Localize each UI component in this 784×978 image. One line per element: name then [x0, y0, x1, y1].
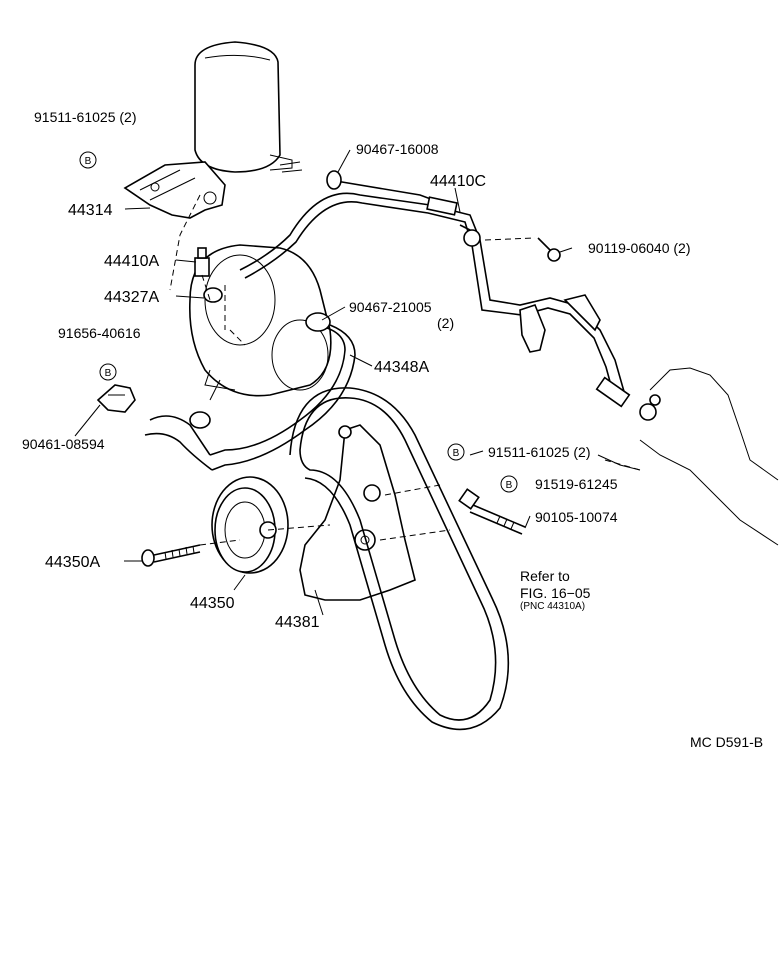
- label-90461: 90461-08594: [22, 436, 105, 452]
- pressure-line-44410c: [239, 179, 631, 408]
- label-91511-top: 91511-61025 (2): [34, 109, 136, 125]
- label-44350a: 44350A: [45, 554, 100, 571]
- marker-b-4: B: [500, 475, 518, 493]
- bolt-44350a: [141, 544, 201, 567]
- label-44381: 44381: [275, 614, 320, 631]
- label-refer-line2: FIG. 16−05: [520, 585, 591, 601]
- label-44410a: 44410A: [104, 253, 159, 270]
- reservoir-tank: [194, 41, 303, 173]
- bolt-90119: [537, 237, 561, 262]
- label-refer-line1: Refer to: [520, 568, 570, 584]
- clamp-90461: [96, 384, 136, 413]
- label-91519: 91519-61245: [535, 476, 618, 492]
- label-91656: 91656-40616: [58, 325, 141, 341]
- label-44327a: 44327A: [104, 289, 159, 306]
- label-90467-16008: 90467-16008: [356, 141, 439, 157]
- marker-b-3: B: [447, 443, 465, 461]
- marker-b-3-text: B: [453, 448, 460, 459]
- power-steering-pump: [188, 244, 332, 401]
- drive-belt: [289, 387, 510, 731]
- marker-b-1-text: B: [85, 156, 92, 167]
- marker-b-2: B: [99, 363, 117, 381]
- bracket-44314: [123, 161, 226, 219]
- label-44314: 44314: [68, 202, 113, 219]
- label-90467-21005-qty: (2): [437, 315, 454, 331]
- label-refer-line3: (PNC 44310A): [520, 601, 585, 612]
- label-44410c: 44410C: [430, 173, 486, 190]
- marker-b-4-text: B: [506, 480, 513, 491]
- marker-b-2-text: B: [105, 368, 112, 379]
- label-90105: 90105-10074: [535, 509, 618, 525]
- label-44350: 44350: [190, 595, 235, 612]
- label-91511-mid: 91511-61025 (2): [488, 444, 590, 460]
- marker-b-1: B: [79, 151, 97, 169]
- leader-lines: [74, 149, 641, 616]
- clip-44327a: [203, 287, 223, 303]
- return-hose-44348a: [144, 312, 356, 471]
- reference-lines: [169, 194, 641, 546]
- steering-gear-housing: [639, 367, 779, 546]
- label-44348a: 44348A: [374, 359, 429, 376]
- diagram-code: MC D591-B: [690, 734, 763, 750]
- idler-pulley-44350: [211, 476, 289, 574]
- bolt-90105: [458, 488, 526, 535]
- label-90119: 90119-06040 (2): [588, 240, 690, 256]
- clamp-90467-16008: [326, 170, 342, 190]
- label-90467-21005: 90467-21005: [349, 299, 432, 315]
- fitting-44410a: [194, 247, 210, 277]
